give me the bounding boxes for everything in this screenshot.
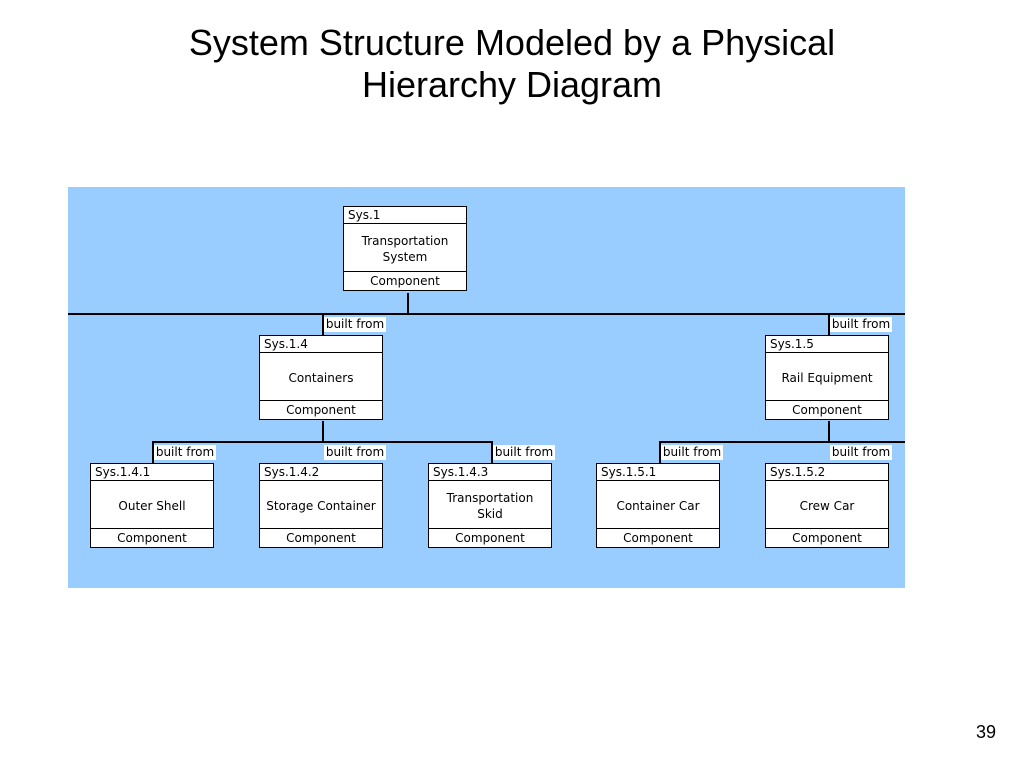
connector-line [322,421,324,441]
node-id: Sys.1.5 [766,336,888,353]
node-type: Component [429,528,551,547]
connector-line [68,313,905,315]
node-type: Component [597,528,719,547]
node-sys-1-5-1: Sys.1.5.1 Container Car Component [596,463,720,548]
node-id: Sys.1.4.3 [429,464,551,481]
node-id: Sys.1.4 [260,336,382,353]
relation-label: built from [661,445,723,460]
node-name: Rail Equipment [781,370,873,385]
node-id: Sys.1.5.2 [766,464,888,481]
connector-line [407,293,409,313]
node-name: Transportation Skid [446,490,534,521]
connector-line [152,441,154,463]
node-id: Sys.1 [344,207,466,224]
connector-line [322,313,324,335]
node-id: Sys.1.4.2 [260,464,382,481]
node-name: Transportation System [361,233,449,264]
node-sys-1-5: Sys.1.5 Rail Equipment Component [765,335,889,420]
relation-label: built from [830,317,892,332]
title-line-2: Hierarchy Diagram [361,64,663,105]
relation-label: built from [324,445,386,460]
node-sys-1-5-2: Sys.1.5.2 Crew Car Component [765,463,889,548]
node-name: Containers [288,370,354,385]
page-title: System Structure Modeled by a Physical H… [0,22,1024,106]
node-sys-1: Sys.1 Transportation System Component [343,206,467,291]
node-type: Component [344,271,466,290]
node-type: Component [766,400,888,419]
connector-line [659,441,661,463]
node-sys-1-4-3: Sys.1.4.3 Transportation Skid Component [428,463,552,548]
connector-line [659,441,905,443]
connector-line [491,441,493,463]
node-name: Crew Car [799,498,855,513]
node-type: Component [91,528,213,547]
node-sys-1-4-1: Sys.1.4.1 Outer Shell Component [90,463,214,548]
connector-line [828,421,830,441]
node-type: Component [260,528,382,547]
node-sys-1-4: Sys.1.4 Containers Component [259,335,383,420]
connector-line [828,313,830,335]
diagram-canvas: built from built from built from built f… [68,187,905,588]
node-name: Storage Container [266,498,376,513]
node-id: Sys.1.5.1 [597,464,719,481]
node-type: Component [766,528,888,547]
relation-label: built from [324,317,386,332]
page-number: 39 [975,722,996,742]
node-id: Sys.1.4.1 [91,464,213,481]
connector-line [152,441,492,443]
title-line-1: System Structure Modeled by a Physical [188,22,836,63]
node-name: Container Car [616,498,700,513]
relation-label: built from [830,445,892,460]
node-name: Outer Shell [118,498,186,513]
node-sys-1-4-2: Sys.1.4.2 Storage Container Component [259,463,383,548]
relation-label: built from [493,445,555,460]
node-type: Component [260,400,382,419]
relation-label: built from [154,445,216,460]
